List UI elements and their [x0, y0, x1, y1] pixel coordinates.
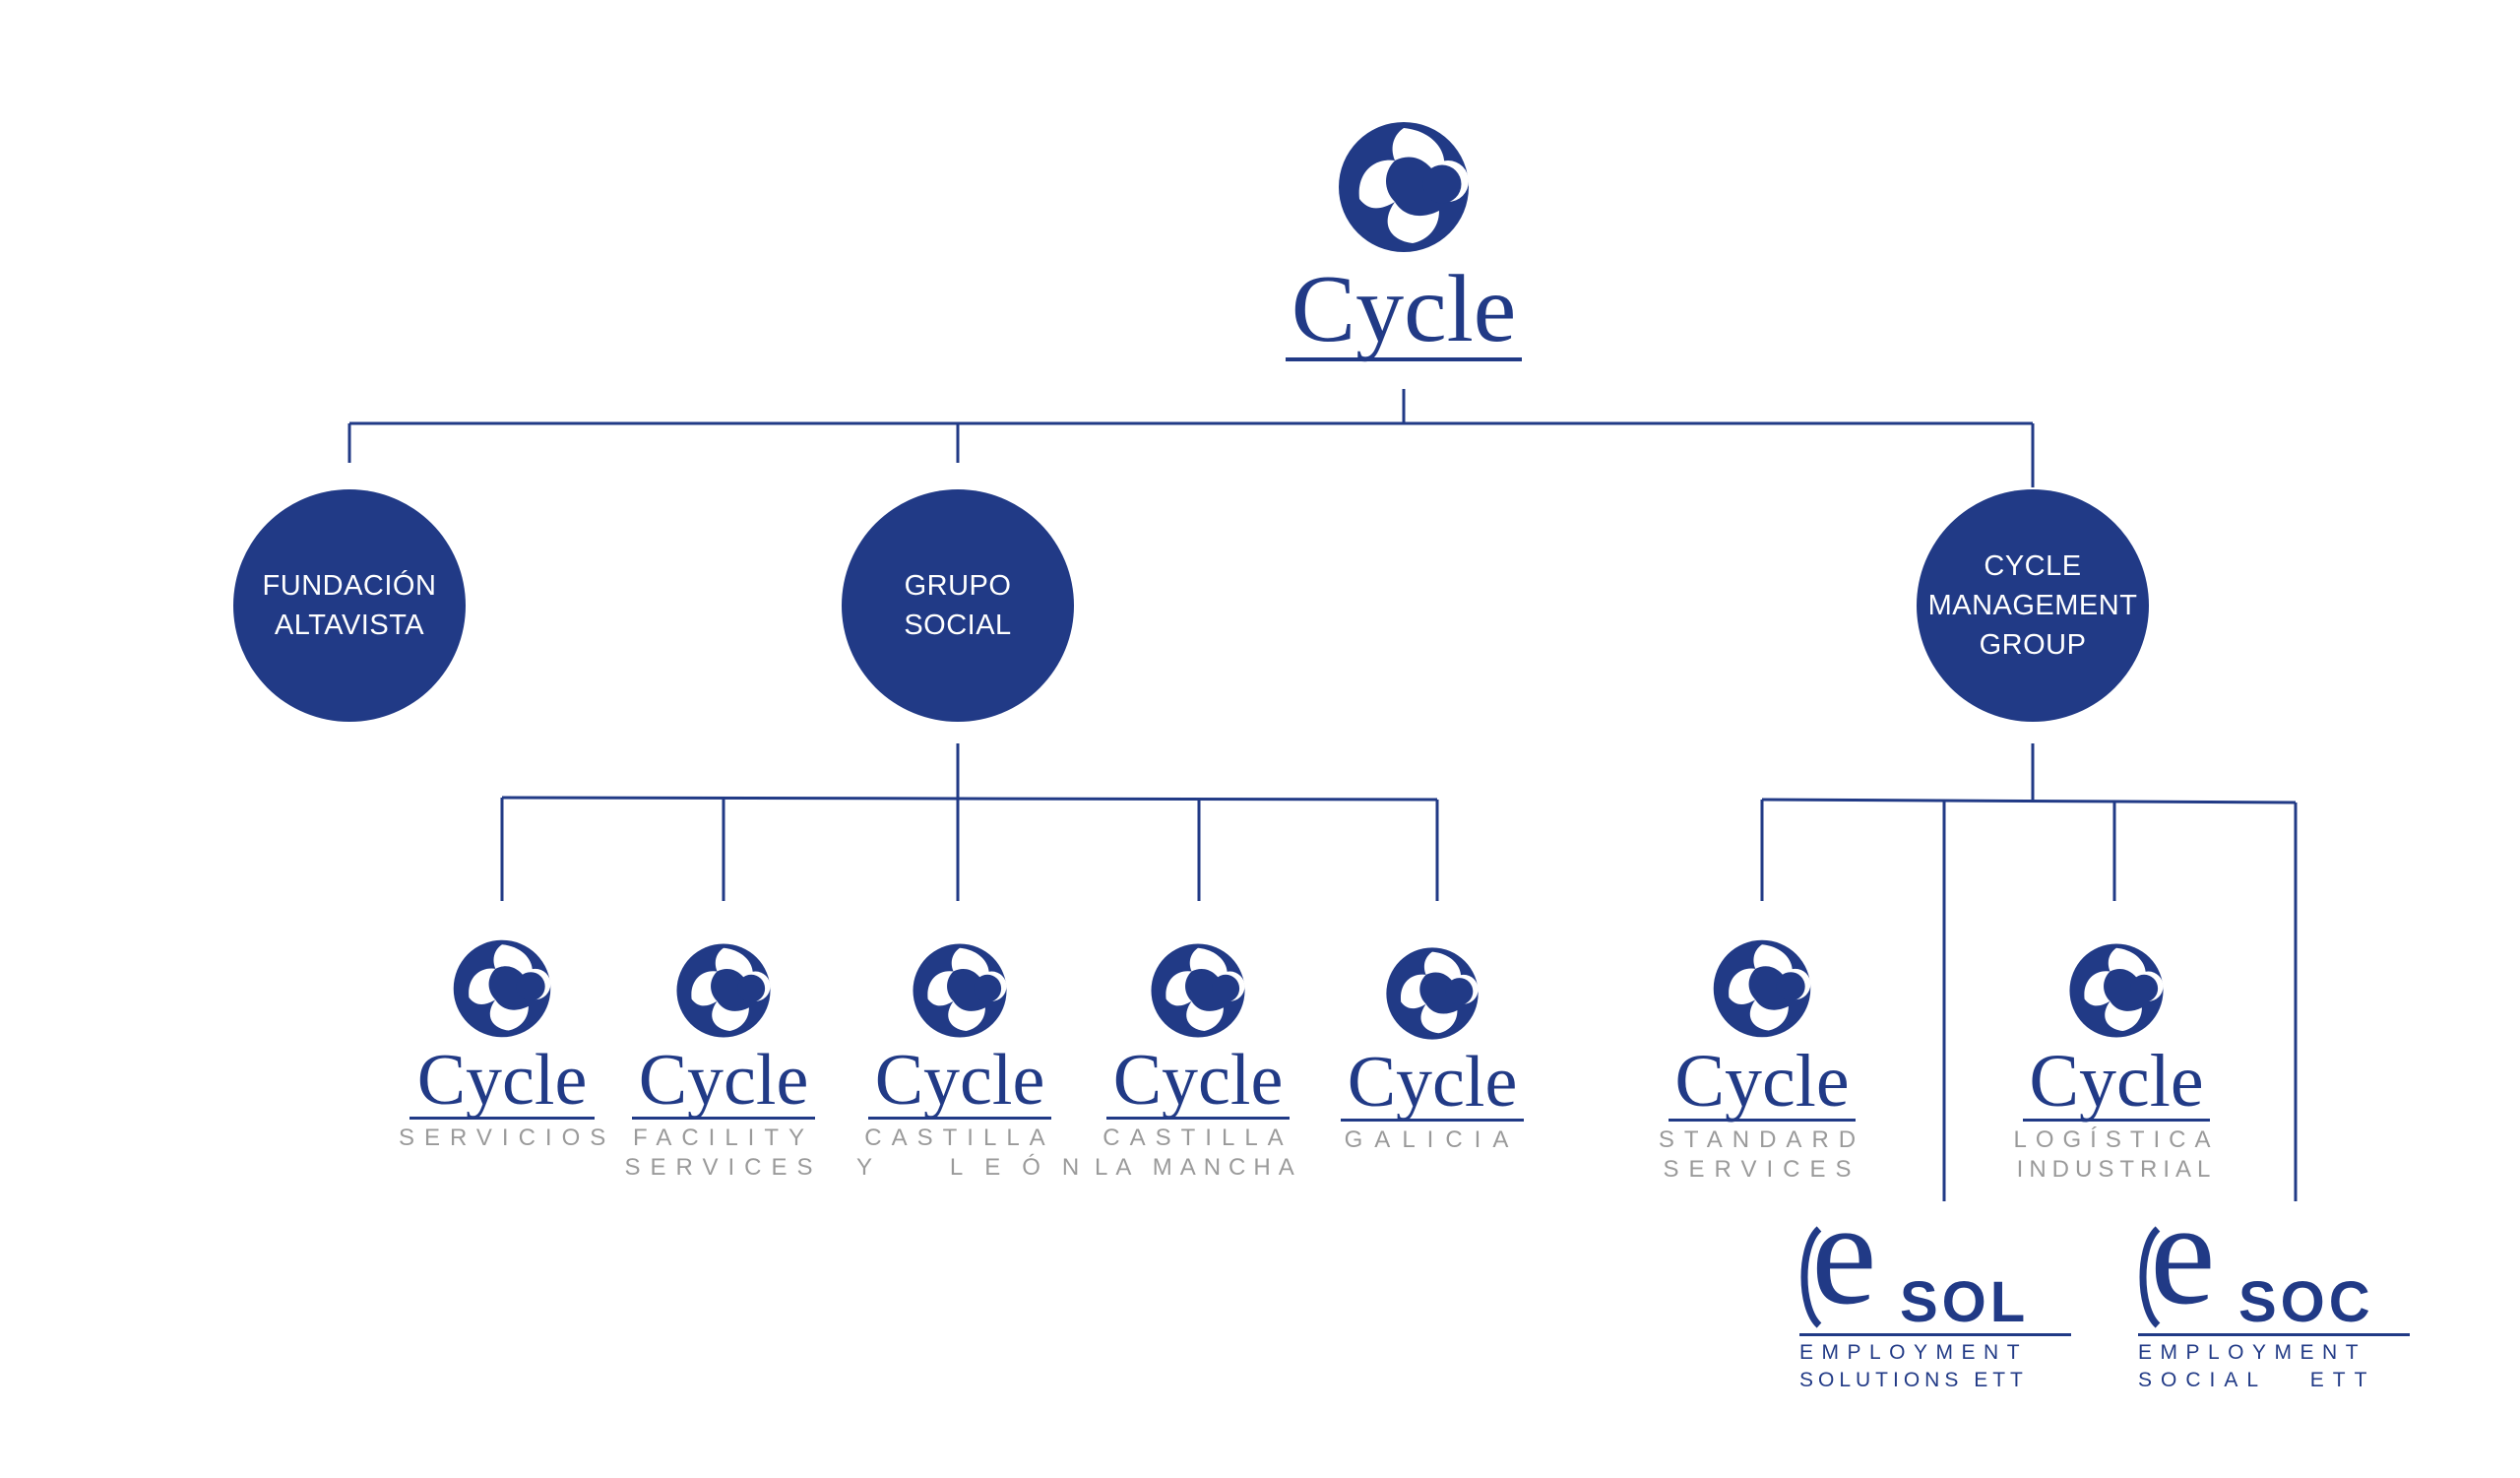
- cycle-swirl-icon: [676, 943, 771, 1038]
- esol-wordmark: SOL: [1900, 1270, 2030, 1334]
- company-cycle-castilla-la-mancha: Cycle CASTILLA LA MANCHA: [1095, 937, 1301, 1183]
- node-label-line: GROUP: [1979, 629, 2087, 661]
- esol-bracket-icon: [1800, 1226, 1822, 1328]
- company-subtitle: SERVICIOS: [399, 1125, 616, 1151]
- company-subtitle: LA MANCHA: [1095, 1154, 1302, 1181]
- node-cycle-management-group: CYCLE MANAGEMENT GROUP: [1917, 489, 2149, 722]
- node-grupo-social: GRUPO SOCIAL: [842, 489, 1074, 722]
- node-label-line: ALTAVISTA: [274, 610, 425, 641]
- cycle-swirl-icon: [913, 943, 1007, 1038]
- wordmark-underline: [632, 1117, 815, 1120]
- company-wordmark: Cycle: [416, 1040, 588, 1121]
- company-subtitle: INDUSTRIAL: [2016, 1156, 2217, 1183]
- company-wordmark: Cycle: [1347, 1042, 1518, 1123]
- company-esoc: e SOC EMPLOYMENT SOCIAL ETT: [2132, 1180, 2427, 1393]
- company-cycle-castilla-leon: Cycle CASTILLA Y LEÓN: [856, 937, 1102, 1183]
- company-wordmark: Cycle: [2029, 1040, 2204, 1123]
- esoc-bracket-icon: [2139, 1226, 2161, 1328]
- company-subtitle: SERVICES: [624, 1154, 823, 1181]
- company-subtitle: SERVICES: [1663, 1156, 1861, 1183]
- wordmark-underline: [410, 1117, 595, 1120]
- cycle-swirl-icon: [1339, 122, 1469, 252]
- node-label-line: MANAGEMENT: [1927, 590, 2138, 621]
- node-label-line: CYCLE: [1984, 550, 2082, 582]
- company-wordmark: Cycle: [1674, 1040, 1850, 1123]
- company-subtitle: SOCIAL ETT: [2138, 1369, 2376, 1391]
- company-subtitle: CASTILLA: [864, 1125, 1055, 1151]
- esoc-e-letter: e: [2150, 1172, 2216, 1335]
- company-subtitle: LOGÍSTICA: [2013, 1126, 2220, 1153]
- company-wordmark: Cycle: [638, 1040, 809, 1121]
- company-cycle-standard-services: Cycle STANDARD SERVICES: [1654, 933, 1870, 1185]
- wordmark-underline: [1799, 1333, 2071, 1336]
- cycle-swirl-icon: [1713, 939, 1811, 1038]
- company-wordmark: Cycle: [874, 1040, 1045, 1121]
- connector-line: [1761, 798, 2297, 804]
- company-subtitle: FACILITY: [632, 1125, 815, 1151]
- cycle-swirl-icon: [1386, 947, 1479, 1040]
- company-cycle-facility-services: Cycle FACILITY SERVICES: [620, 937, 827, 1183]
- wordmark-underline: [1106, 1117, 1290, 1120]
- cycle-swirl-icon: [2069, 943, 2164, 1038]
- cycle-swirl-icon: [453, 939, 551, 1038]
- company-esol: e SOL EMPLOYMENT SOLUTIONS ETT: [1794, 1180, 2089, 1393]
- company-subtitle: STANDARD: [1658, 1126, 1866, 1153]
- wordmark-underline: [868, 1117, 1051, 1120]
- esoc-wordmark: SOC: [2238, 1270, 2374, 1334]
- company-subtitle: CASTILLA: [1102, 1125, 1293, 1151]
- connector-line: [501, 796, 1438, 802]
- company-cycle-galicia: Cycle GALICIA: [1329, 941, 1536, 1155]
- root-cycle-logo: Cycle: [1256, 113, 1551, 361]
- wordmark-underline: [1286, 357, 1522, 361]
- wordmark-underline: [2138, 1333, 2410, 1336]
- esol-e-letter: e: [1811, 1172, 1877, 1335]
- node-label-line: SOCIAL: [904, 610, 1012, 641]
- cycle-swirl-icon: [1151, 943, 1245, 1038]
- wordmark-underline: [2023, 1119, 2210, 1122]
- node-fundacion-altavista: FUNDACIÓN ALTAVISTA: [233, 489, 466, 722]
- company-subtitle: SOLUTIONS ETT: [1799, 1369, 2028, 1391]
- company-wordmark: Cycle: [1112, 1040, 1284, 1121]
- company-subtitle: EMPLOYMENT: [1799, 1341, 2029, 1364]
- wordmark-underline: [1669, 1119, 1856, 1122]
- node-label-line: GRUPO: [904, 570, 1012, 602]
- company-cycle-logistica-industrial: Cycle LOGÍSTICA INDUSTRIAL: [2008, 937, 2225, 1185]
- node-label-line: FUNDACIÓN: [262, 570, 437, 602]
- company-subtitle: GALICIA: [1344, 1126, 1521, 1153]
- wordmark-underline: [1341, 1119, 1524, 1122]
- root-wordmark: Cycle: [1291, 256, 1517, 362]
- company-subtitle: EMPLOYMENT: [2138, 1341, 2367, 1364]
- company-cycle-servicios: Cycle SERVICIOS: [399, 933, 605, 1153]
- company-subtitle: Y LEÓN: [856, 1154, 1102, 1181]
